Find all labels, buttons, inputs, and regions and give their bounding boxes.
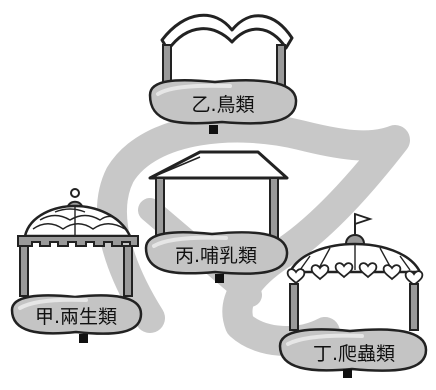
reptile-flag (354, 212, 373, 226)
heart-icon (334, 262, 354, 279)
reptile-plate-shine (286, 333, 364, 346)
mammal-plate (144, 230, 289, 275)
reptile-pillar-right (409, 283, 419, 331)
mammal-pillar-left (155, 177, 165, 241)
house-label-bird: 乙.鳥類 (191, 94, 254, 116)
reptile-door-marker (343, 369, 352, 378)
house-bird: 乙.鳥類 (148, 13, 298, 134)
heart-icon (310, 264, 330, 281)
mammal-pillar-right (269, 177, 279, 241)
house-mammal: 丙.哺乳類 (144, 150, 289, 283)
heart-icon (358, 262, 378, 279)
amphib-finial-ball (70, 188, 80, 198)
amphib-plate (10, 294, 143, 335)
heart-icon (404, 270, 424, 287)
bird-roof-inner (167, 27, 287, 51)
amphib-plate-shine (18, 297, 88, 310)
house-amphibian: 甲.兩生類 (10, 188, 143, 343)
house-label-reptile: 丁.爬蟲類 (313, 343, 395, 365)
reptile-cap (344, 234, 366, 245)
house-label-mammal: 丙.哺乳類 (175, 245, 257, 267)
mammal-door-marker (215, 274, 224, 283)
bird-plate (148, 79, 298, 125)
amphib-battlement (17, 235, 139, 247)
amphib-pillar-right (123, 245, 133, 297)
house-label-amphibian: 甲.兩生類 (35, 306, 117, 328)
mammal-roof-ridge (154, 156, 201, 177)
bird-plate-shine (156, 83, 232, 96)
amphib-pillar-left (19, 245, 29, 297)
reptile-pillar-left (289, 283, 299, 331)
bird-door-marker (209, 125, 218, 134)
reptile-dome-ribs (299, 244, 411, 271)
heart-icon (382, 264, 402, 281)
house-reptile: 丁.爬蟲類 (278, 212, 428, 378)
heart-icon (286, 268, 306, 285)
mammal-roof (148, 150, 289, 180)
reptile-heart-row (286, 262, 424, 287)
mammal-plate-shine (152, 235, 228, 248)
path-stroke-main (97, 112, 410, 356)
bird-roof (160, 13, 294, 52)
amphib-door-marker (79, 334, 88, 343)
reptile-plate (278, 328, 428, 372)
amphib-dome-scales (32, 206, 126, 236)
